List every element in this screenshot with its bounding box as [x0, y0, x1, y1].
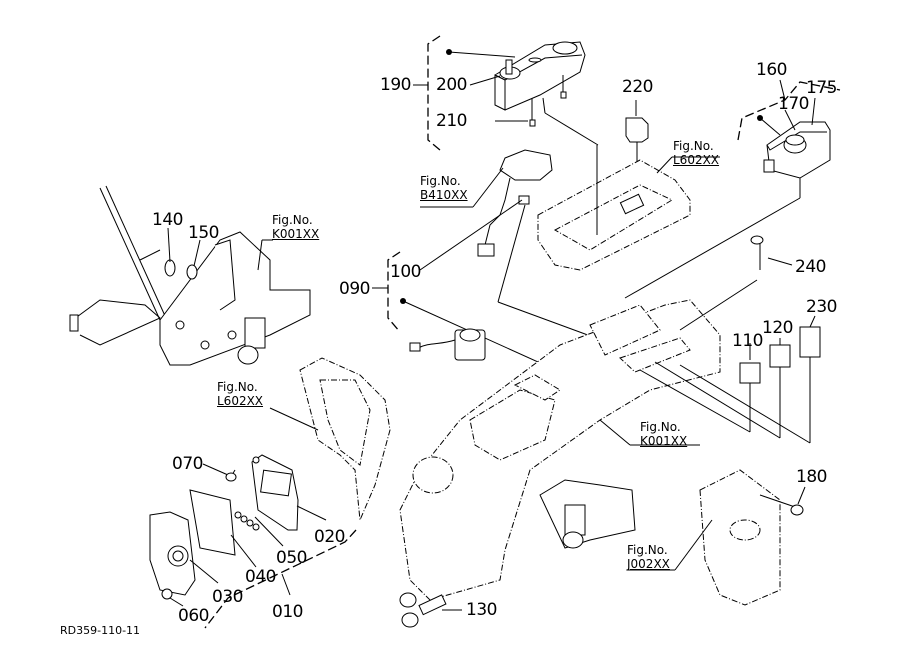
part-label-110: 110 — [732, 331, 763, 351]
part-label-150: 150 — [188, 223, 219, 243]
part-label-175: 175 — [806, 78, 837, 98]
part-label-120: 120 — [762, 318, 793, 338]
drawing-code: RD359-110-11 — [60, 624, 141, 637]
part-label-190: 190 — [380, 75, 411, 95]
part-label-170: 170 — [778, 94, 809, 114]
part-label-020: 020 — [314, 527, 345, 547]
part-200-switch-box — [446, 41, 599, 146]
lever-bracket-assembly — [69, 185, 311, 366]
part-label-060: 060 — [178, 606, 209, 626]
fig-ref-prefix: Fig.No. — [673, 139, 714, 153]
part-label-050: 050 — [276, 548, 307, 568]
part-label-130: 130 — [466, 600, 497, 620]
fig-ref-number[interactable]: L602XX — [673, 153, 720, 167]
part-160-group — [624, 79, 841, 299]
part-label-030: 030 — [212, 587, 243, 607]
fig-ref-prefix: Fig.No. — [627, 543, 668, 557]
part-label-070: 070 — [172, 454, 203, 474]
part-010-group — [149, 454, 357, 629]
fig-ref-prefix: Fig.No. — [420, 174, 461, 188]
right-switches — [639, 235, 821, 444]
fig-ref-number[interactable]: K001XX — [640, 434, 688, 448]
fig-ref-prefix: Fig.No. — [217, 380, 258, 394]
upper-panel — [537, 145, 720, 271]
fig-ref-number[interactable]: J002XX — [627, 557, 670, 571]
fig-ref-b410: Fig.No. B410XX — [420, 174, 468, 202]
fig-ref-j002: Fig.No. J002XX — [627, 543, 670, 571]
part-label-200: 200 — [436, 75, 467, 95]
fig-ref-number[interactable]: K001XX — [272, 227, 320, 241]
j002-bracket — [627, 469, 806, 606]
side-cover-panel — [269, 357, 391, 521]
part-label-210: 210 — [436, 111, 467, 131]
fig-ref-k001-center: Fig.No. K001XX — [640, 420, 687, 448]
fig-ref-k001-left: Fig.No. K001XX — [272, 213, 319, 241]
part-190-group-bracket — [413, 35, 441, 151]
main-console-frame — [399, 299, 721, 601]
fig-ref-prefix: Fig.No. — [640, 420, 681, 434]
fig-ref-prefix: Fig.No. — [272, 213, 313, 227]
part-label-220: 220 — [622, 77, 653, 97]
b410-meter-assembly — [419, 149, 616, 346]
part-label-160: 160 — [756, 60, 787, 80]
part-label-180: 180 — [796, 467, 827, 487]
part-label-010: 010 — [272, 602, 303, 622]
part-label-140: 140 — [152, 210, 183, 230]
fig-ref-l602-top: Fig.No. L602XX — [673, 139, 719, 167]
part-label-100: 100 — [390, 262, 421, 282]
part-130-socket — [399, 592, 462, 628]
part-090-group-bracket — [372, 251, 401, 333]
part-label-090: 090 — [339, 279, 370, 299]
part-label-040: 040 — [245, 567, 276, 587]
fig-ref-l602-left: Fig.No. L602XX — [217, 380, 263, 408]
part-label-230: 230 — [806, 297, 837, 317]
fig-ref-number[interactable]: B410XX — [420, 188, 468, 202]
fig-ref-number[interactable]: L602XX — [217, 394, 264, 408]
part-220-switch — [625, 100, 649, 165]
part-label-240: 240 — [795, 257, 826, 277]
part-050-connectors — [234, 511, 260, 531]
